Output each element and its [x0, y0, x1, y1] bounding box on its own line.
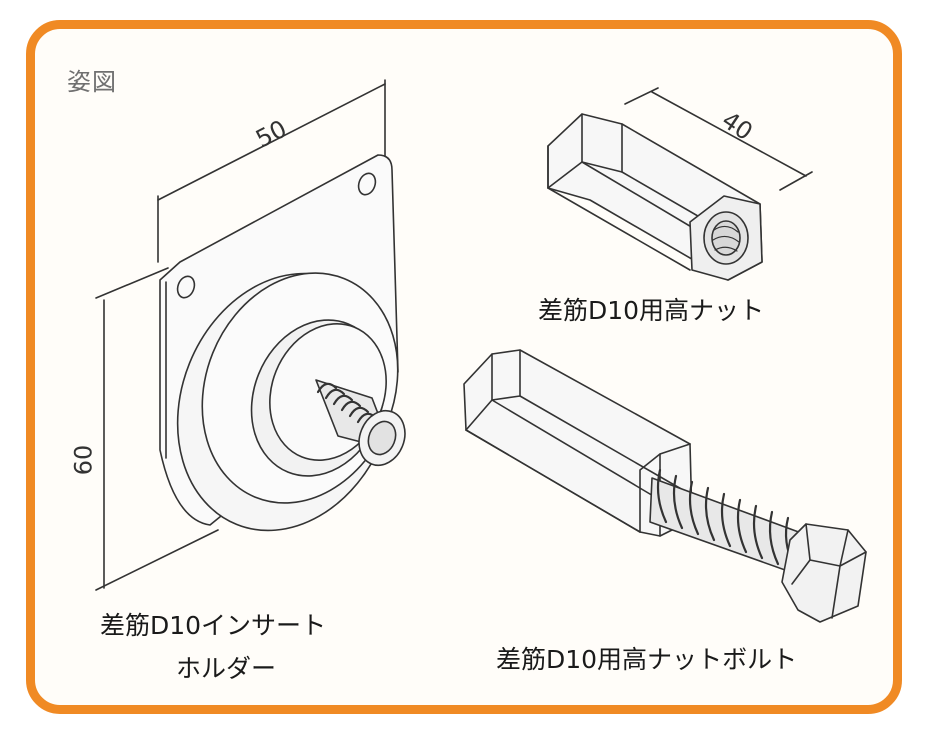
insert-holder-caption-line1: 差筋D10インサート [100, 611, 327, 640]
insert-holder-caption-line2: ホルダー [176, 654, 277, 683]
high-nut-bolt-caption: 差筋D10用高ナットボルト [496, 645, 798, 674]
dimension-lines-holder [95, 79, 386, 591]
high-nut-illustration [547, 113, 763, 281]
dimension-height-label: 60 [69, 444, 98, 476]
dimension-lines-nut [624, 87, 813, 191]
high-nut-bolt-illustration [463, 349, 867, 623]
figure-heading: 姿図 [67, 68, 117, 96]
high-nut-caption: 差筋D10用高ナット [538, 296, 765, 325]
insert-holder-illustration [159, 154, 406, 532]
